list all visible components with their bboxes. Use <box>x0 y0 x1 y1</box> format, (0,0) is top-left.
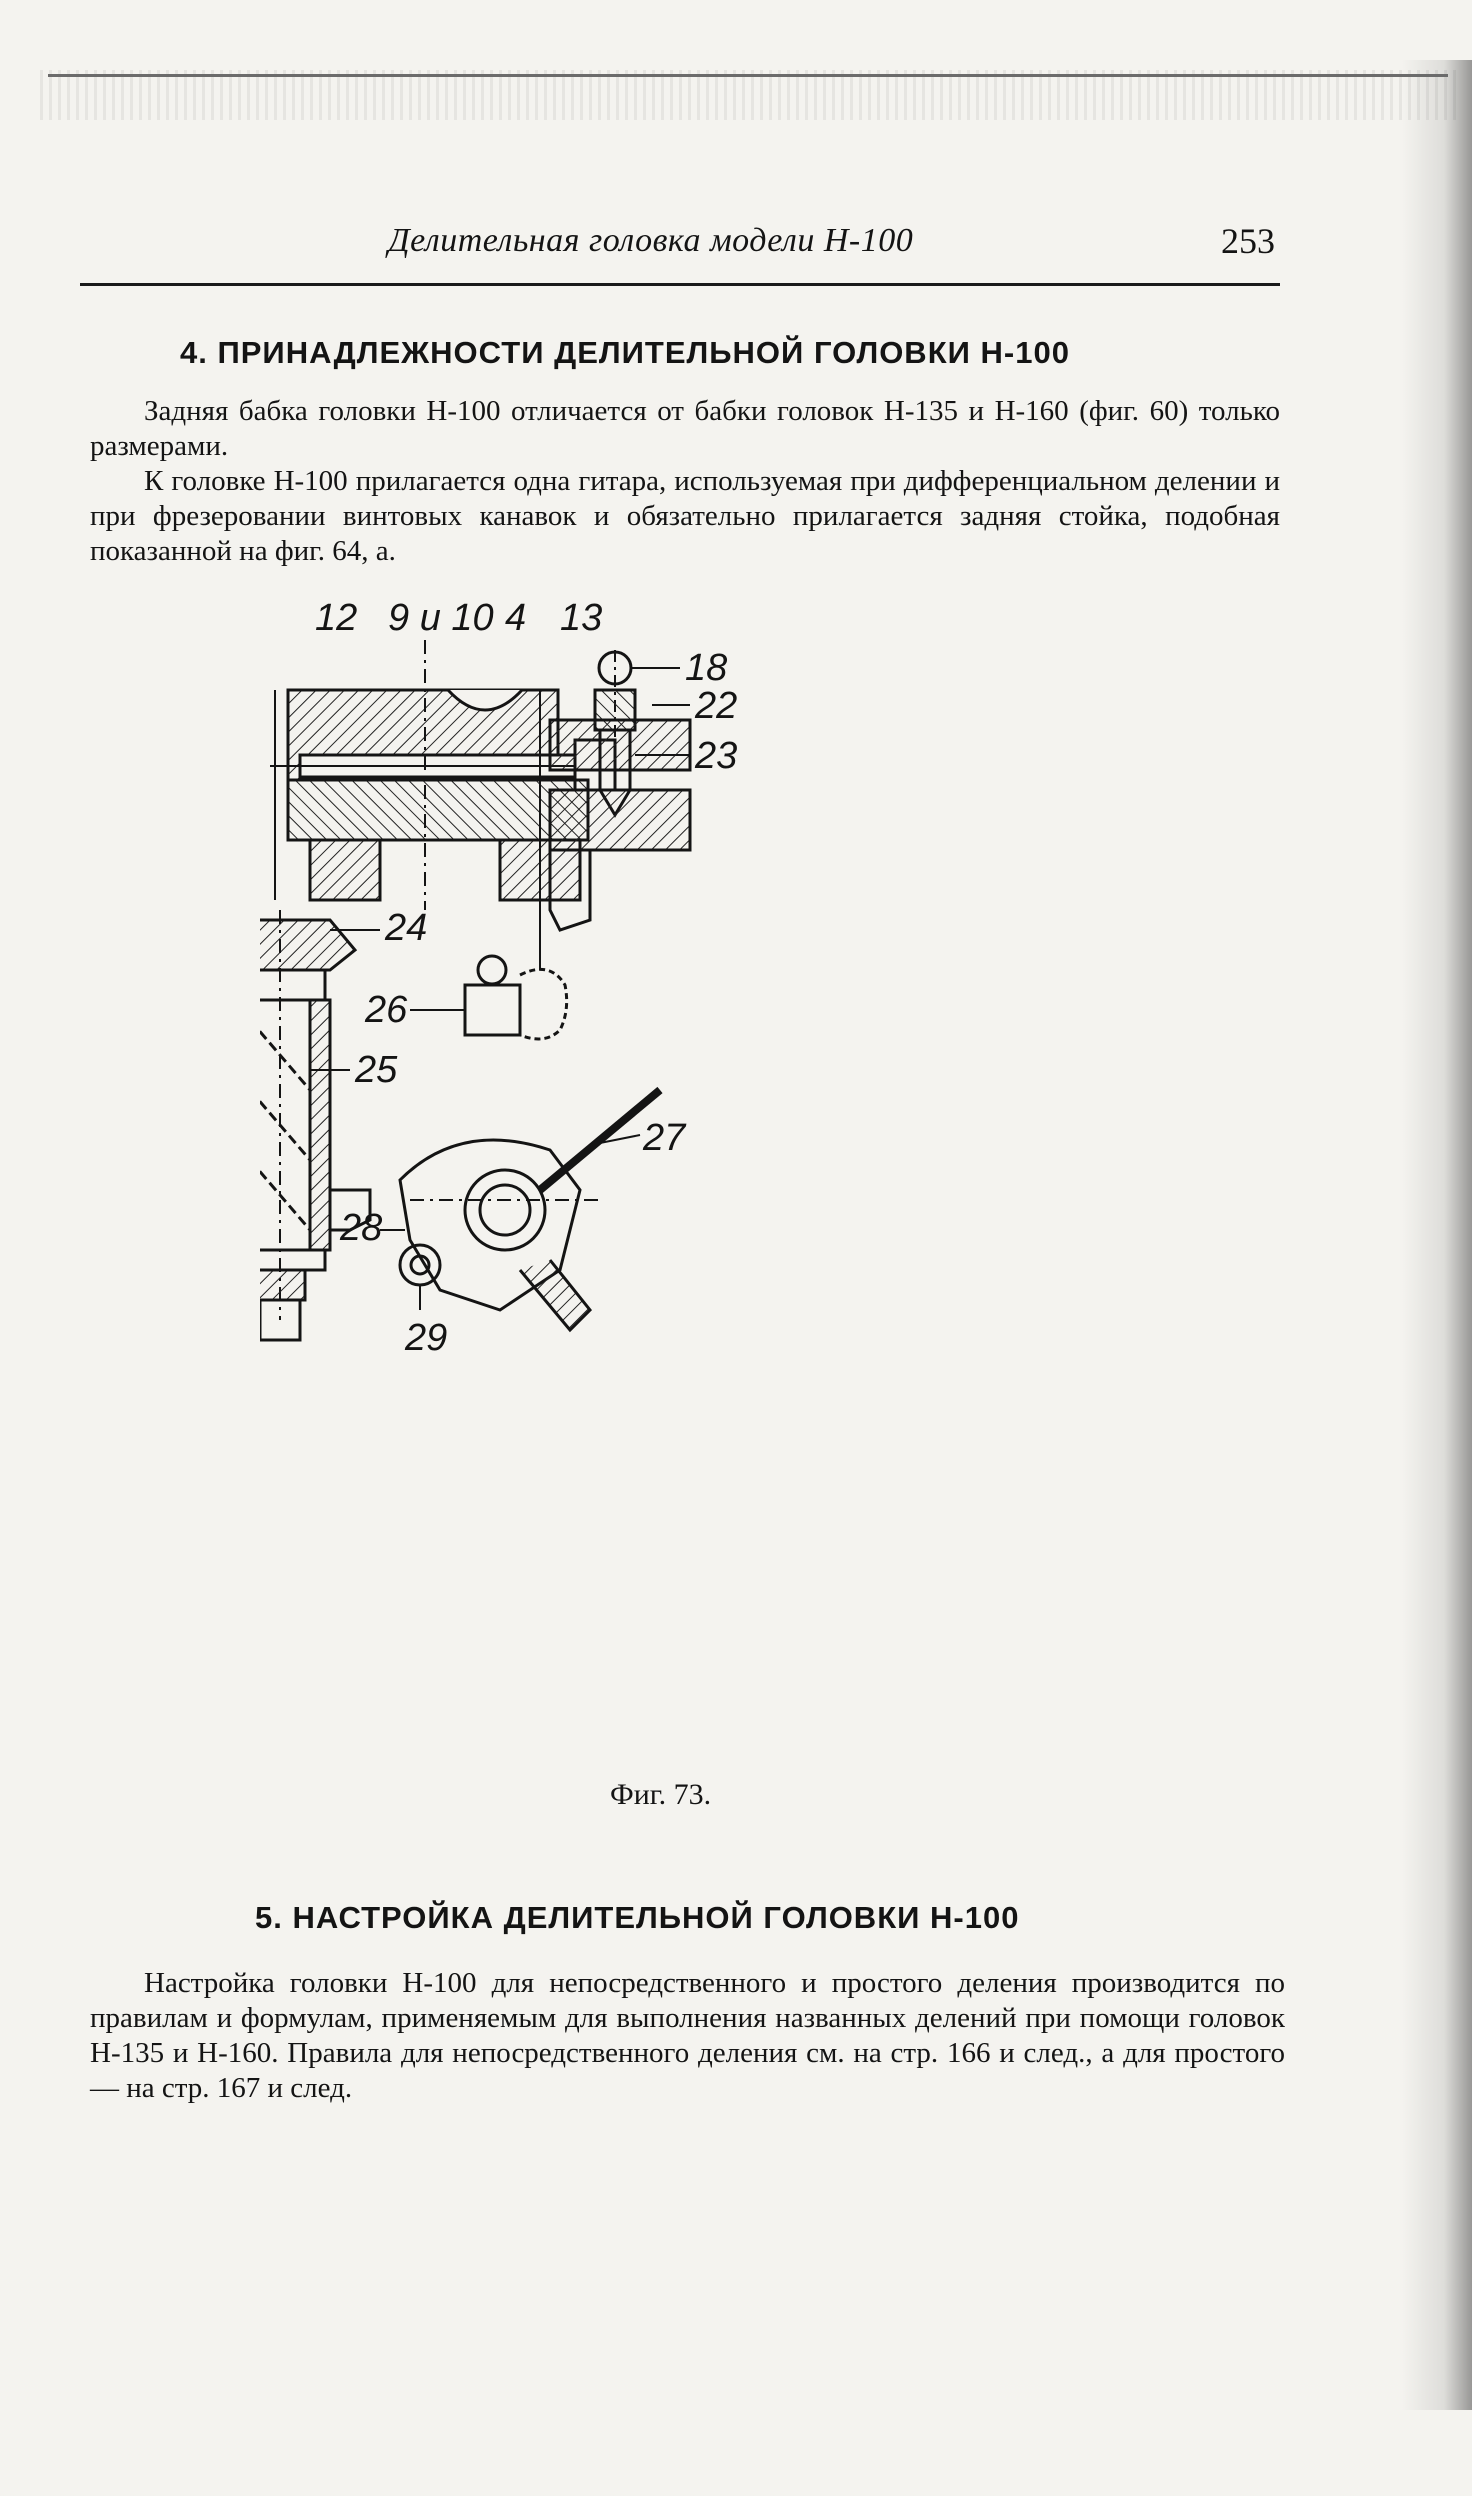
index-pin-section <box>539 650 692 970</box>
page-edge-shadow <box>1402 60 1472 2410</box>
label-27: 27 <box>642 1117 687 1159</box>
label-22: 22 <box>694 685 737 727</box>
label-23: 23 <box>694 735 737 777</box>
label-25: 25 <box>354 1049 398 1091</box>
label-24: 24 <box>384 907 427 949</box>
rear-column-section <box>260 910 380 1342</box>
label-28: 28 <box>339 1207 382 1249</box>
screw-part-26 <box>410 954 569 1041</box>
page-number: 253 <box>1221 221 1275 261</box>
scan-noise <box>40 70 1460 120</box>
figure-caption: Фиг. 73. <box>610 1778 712 1811</box>
running-title: Делительная головка модели Н-100 <box>388 222 914 259</box>
figure-73-drawing: 12 9 и 10 4 13 18 22 23 24 26 25 27 28 2… <box>260 597 737 1359</box>
label-26: 26 <box>364 989 408 1031</box>
label-29: 29 <box>404 1317 447 1359</box>
label-12: 12 <box>315 597 357 639</box>
lever-block <box>380 1086 663 1333</box>
header-rule <box>80 283 1280 286</box>
section-4-heading: 4. ПРИНАДЛЕЖНОСТИ ДЕЛИТЕЛЬНОЙ ГОЛОВКИ Н-… <box>180 335 1070 370</box>
label-4: 4 <box>505 597 526 639</box>
scan-top-edge <box>48 74 1448 77</box>
label-13: 13 <box>560 597 602 639</box>
section-4-paragraph-1: Задняя бабка головки Н-100 отличается от… <box>90 395 1280 462</box>
page-header: Делительная головка модели Н-100 253 <box>80 221 1275 282</box>
section-5-heading: 5. НАСТРОЙКА ДЕЛИТЕЛЬНОЙ ГОЛОВКИ Н-100 <box>255 1900 1020 1935</box>
label-9-10: 9 и 10 <box>388 597 494 639</box>
section-4-paragraph-2: К головке Н-100 прилагается одна гитара,… <box>90 465 1280 567</box>
label-18: 18 <box>685 647 727 689</box>
tailstock-section <box>270 640 617 910</box>
section-5-paragraph-1: Настройка головки Н-100 для непосредстве… <box>90 1967 1285 2104</box>
